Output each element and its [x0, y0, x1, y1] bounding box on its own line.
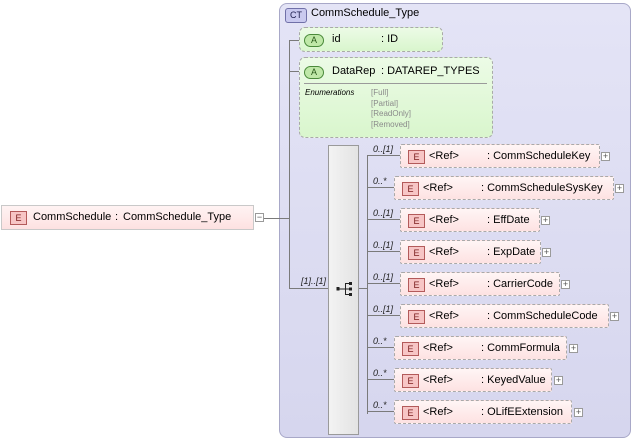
element-ref-expdate[interactable]: E <Ref> : ExpDate: [400, 240, 541, 264]
element-ref-name: : CarrierCode: [487, 278, 554, 290]
element-ref-effdate[interactable]: E <Ref> : EffDate: [400, 208, 540, 232]
element-ref-name: : CommScheduleCode: [487, 310, 598, 322]
element-badge: E: [402, 342, 419, 356]
root-type-separator: :: [115, 211, 119, 223]
collapse-toggle[interactable]: −: [255, 212, 264, 222]
element-ref-commschedulecode[interactable]: E <Ref> : CommScheduleCode: [400, 304, 609, 328]
element-badge: E: [402, 406, 419, 420]
expand-toggle[interactable]: +: [574, 407, 583, 417]
element-badge: E: [408, 214, 425, 228]
complex-type-badge: CT: [285, 8, 307, 23]
complex-type-title: CommSchedule_Type: [311, 7, 420, 19]
enumerations-label: Enumerations: [305, 88, 355, 97]
attribute-name: id: [332, 33, 341, 45]
enumeration-value: [ReadOnly]: [371, 109, 412, 118]
element-cardinality: 0..[1]: [373, 240, 394, 250]
expand-toggle[interactable]: +: [615, 183, 624, 193]
attribute-id[interactable]: A id : ID: [299, 27, 443, 52]
element-cardinality: 0..*: [373, 400, 387, 410]
attribute-name: DataRep: [332, 65, 376, 77]
element-cardinality: 0..*: [373, 336, 387, 346]
element-ref-name: : CommFormula: [481, 342, 560, 354]
element-ref-tag: <Ref>: [429, 246, 459, 258]
element-ref-name: : OLifEExtension: [481, 406, 563, 418]
element-ref-tag: <Ref>: [423, 374, 453, 386]
expand-toggle[interactable]: +: [610, 311, 619, 321]
sequence-icon: [336, 282, 352, 296]
element-cardinality: 0..[1]: [373, 272, 394, 282]
enumeration-value: [Removed]: [371, 119, 410, 129]
root-element-type: CommSchedule_Type: [123, 211, 232, 223]
element-ref-name: : ExpDate: [487, 246, 536, 258]
enumeration-values: [Full] [Partial] [ReadOnly] [Removed]: [371, 88, 411, 130]
element-ref-tag: <Ref>: [429, 310, 459, 322]
element-cardinality: 0..*: [373, 176, 387, 186]
element-ref-name: : KeyedValue: [481, 374, 546, 386]
element-ref-tag: <Ref>: [423, 342, 453, 354]
attribute-badge: A: [304, 66, 324, 79]
expand-toggle[interactable]: +: [542, 247, 551, 257]
element-badge: E: [402, 374, 419, 388]
attribute-badge: A: [304, 34, 324, 47]
element-ref-tag: <Ref>: [429, 150, 459, 162]
element-badge: E: [408, 310, 425, 324]
root-element-name: CommSchedule: [33, 211, 112, 223]
element-ref-carriercode[interactable]: E <Ref> : CarrierCode: [400, 272, 560, 296]
element-ref-tag: <Ref>: [423, 182, 453, 194]
element-ref-name: : EffDate: [487, 214, 530, 226]
element-ref-olifeextension[interactable]: E <Ref> : OLifEExtension: [394, 400, 572, 424]
sequence-compositor[interactable]: [328, 145, 359, 435]
expand-toggle[interactable]: +: [569, 343, 578, 353]
element-cardinality: 0..[1]: [373, 304, 394, 314]
expand-toggle[interactable]: +: [554, 375, 563, 385]
attribute-type: : ID: [381, 33, 399, 45]
element-ref-tag: <Ref>: [423, 406, 453, 418]
element-cardinality: 0..[1]: [373, 144, 394, 154]
enumeration-value: [Partial]: [371, 98, 399, 108]
element-ref-name: : CommScheduleSysKey: [481, 182, 603, 194]
element-ref-commformula[interactable]: E <Ref> : CommFormula: [394, 336, 567, 360]
enumerations-divider: [304, 83, 487, 84]
element-ref-name: : CommScheduleKey: [487, 150, 591, 162]
element-ref-keyedvalue[interactable]: E <Ref> : KeyedValue: [394, 368, 552, 392]
element-badge: E: [10, 211, 27, 225]
expand-toggle[interactable]: +: [601, 151, 610, 161]
element-ref-commschedulesyskey[interactable]: E <Ref> : CommScheduleSysKey: [394, 176, 614, 200]
attribute-datarep[interactable]: A DataRep : DATAREP_TYPES Enumerations […: [299, 57, 493, 138]
element-ref-commschedulekey[interactable]: E <Ref> : CommScheduleKey: [400, 144, 600, 168]
root-element[interactable]: E CommSchedule : CommSchedule_Type: [1, 205, 254, 230]
element-ref-tag: <Ref>: [429, 278, 459, 290]
sequence-cardinality: [1]..[1]: [301, 276, 327, 286]
element-ref-tag: <Ref>: [429, 214, 459, 226]
element-badge: E: [408, 150, 425, 164]
element-cardinality: 0..[1]: [373, 208, 394, 218]
expand-toggle[interactable]: +: [561, 279, 570, 289]
element-badge: E: [402, 182, 419, 196]
expand-toggle[interactable]: +: [541, 215, 550, 225]
element-badge: E: [408, 246, 425, 260]
element-cardinality: 0..*: [373, 368, 387, 378]
enumeration-value: [Full]: [371, 88, 389, 97]
element-badge: E: [408, 278, 425, 292]
attribute-type: : DATAREP_TYPES: [381, 65, 480, 77]
